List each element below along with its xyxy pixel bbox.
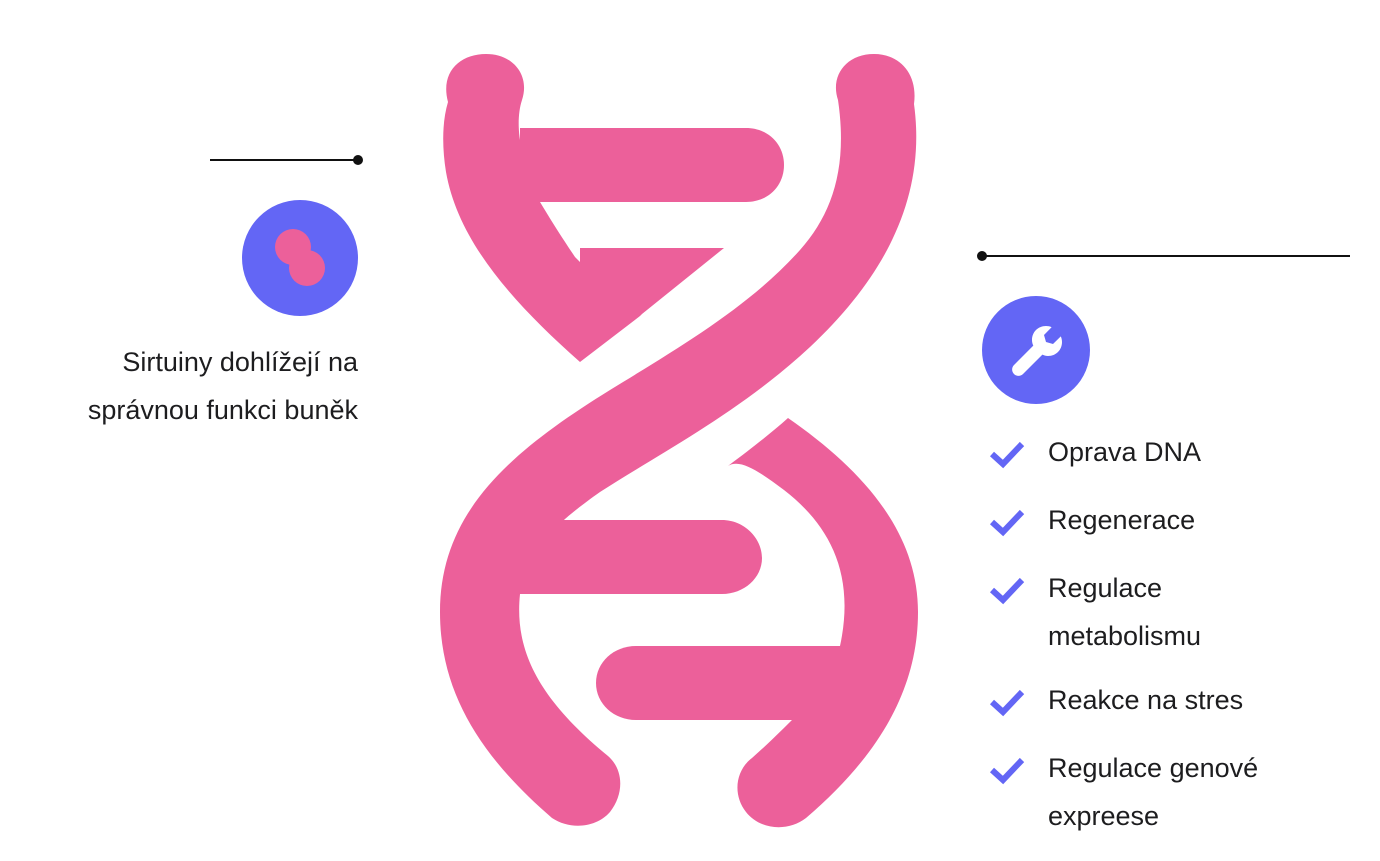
benefit-label-line-1: Regulace genové: [1048, 753, 1259, 783]
checkmark-icon: [989, 509, 1025, 537]
left-connector-line: [210, 155, 363, 165]
benefit-label: Oprava DNA: [1048, 428, 1348, 476]
wrench-icon: [982, 296, 1090, 404]
list-item: Oprava DNA: [988, 428, 1368, 476]
dna-helix-icon: [440, 54, 918, 828]
benefit-label-line-1: Regenerace: [1048, 505, 1196, 535]
benefit-label-line-1: Regulace: [1048, 573, 1163, 603]
checkmark-icon: [989, 689, 1025, 717]
cell-division-icon: [242, 200, 358, 316]
list-item: Regulace metabolismu: [988, 564, 1368, 660]
left-description-line-2: správnou funkci buněk: [87, 395, 358, 425]
benefit-label-line-2: metabolismu: [1048, 621, 1202, 651]
right-connector-line: [977, 251, 1350, 261]
benefit-label-line-1: Oprava DNA: [1048, 437, 1202, 467]
left-description-line-1: Sirtuiny dohlížejí na: [122, 347, 358, 377]
repair-badge: [982, 296, 1090, 404]
benefit-label-line-1: Reakce na stres: [1048, 685, 1244, 715]
cell-badge: [242, 200, 358, 316]
connector-dot: [977, 251, 987, 261]
benefit-label: Reakce na stres: [1048, 676, 1348, 724]
list-item: Regenerace: [988, 496, 1368, 544]
list-item: Regulace genové expreese: [988, 744, 1368, 840]
checkmark-icon: [989, 757, 1025, 785]
checkmark-icon: [989, 577, 1025, 605]
checkmark-icon: [989, 441, 1025, 469]
benefit-label: Regenerace: [1048, 496, 1348, 544]
benefit-label: Regulace metabolismu: [1048, 564, 1348, 660]
connector-dot: [353, 155, 363, 165]
benefit-label-line-2: expreese: [1048, 801, 1160, 831]
benefit-label: Regulace genové expreese: [1048, 744, 1348, 840]
list-item: Reakce na stres: [988, 676, 1368, 724]
left-description: Sirtuiny dohlížejí na správnou funkci bu…: [20, 338, 358, 434]
